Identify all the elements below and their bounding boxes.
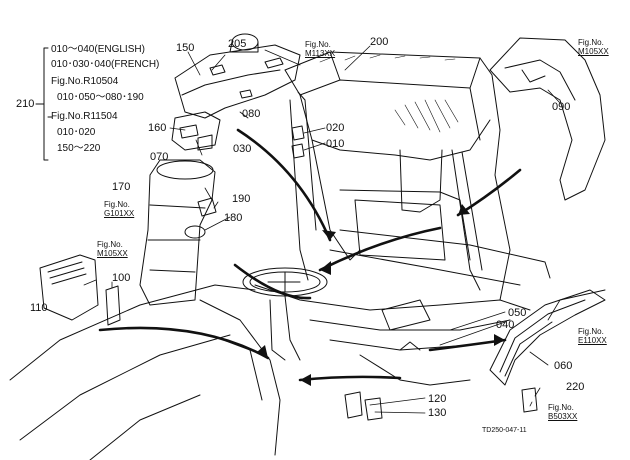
bracket-100 — [105, 285, 121, 326]
step-bracket-e110 — [559, 289, 606, 301]
callout-120: 120 — [428, 393, 447, 405]
legend-line-5: Fig.No.R11504 — [51, 111, 118, 122]
fig-ref-g101: Fig.No. G101XX — [104, 200, 134, 218]
callout-200: 200 — [370, 36, 389, 48]
part-220 — [521, 387, 538, 413]
legend-line-6: 010･020 — [57, 127, 96, 138]
drawing-code: TD250-047-11 — [482, 427, 527, 434]
callout-010: 010 — [326, 138, 345, 150]
column-cover-170 — [139, 159, 216, 306]
arrow-heads — [257, 204, 505, 386]
steering-wheel — [242, 267, 328, 361]
floor-outline — [254, 284, 531, 386]
fig-ref-code: E110XX — [578, 336, 607, 345]
callout-160: 160 — [148, 122, 167, 134]
callout-205: 205 — [228, 38, 247, 50]
fig-ref-code: B503XX — [548, 412, 578, 421]
fig-ref-prefix: Fig.No. — [97, 240, 123, 249]
callout-130: 130 — [428, 407, 447, 419]
callout-100: 100 — [112, 272, 131, 284]
callout-150: 150 — [176, 42, 195, 54]
callout-050: 050 — [508, 307, 527, 319]
fig-ref-prefix: Fig.No. — [305, 40, 331, 49]
fig-ref-prefix: Fig.No. — [578, 38, 604, 47]
callout-190: 190 — [232, 193, 251, 205]
callout-040: 040 — [496, 319, 515, 331]
roof-shading — [319, 54, 459, 133]
fig-ref-m113: Fig.No. M113XX — [305, 40, 335, 58]
callout-030: 030 — [233, 143, 252, 155]
callout-180: 180 — [224, 212, 243, 224]
callout-170: 170 — [112, 181, 131, 193]
leader-lines — [83, 45, 561, 414]
callout-070: 070 — [150, 151, 169, 163]
legend-line-3: Fig.No.R10504 — [51, 76, 119, 87]
callout-210: 210 — [16, 98, 35, 110]
callout-020: 020 — [326, 122, 345, 134]
dash-panel — [174, 33, 301, 119]
legend-line-2: 010･030･040(FRENCH) — [51, 59, 160, 70]
legend-bracket — [35, 47, 53, 161]
fig-ref-e110: Fig.No. E110XX — [578, 327, 607, 345]
part-120-130 — [344, 391, 383, 421]
fig-ref-m105-left: Fig.No. M105XX — [97, 240, 128, 258]
fender-panel-060 — [489, 289, 606, 386]
rops-frame-outline — [284, 51, 551, 301]
legend-line-4: 010･050～080･190 — [57, 92, 144, 103]
legend-line-7: 150～220 — [57, 143, 101, 154]
panel-cluster-160 — [171, 111, 221, 151]
fig-ref-prefix: Fig.No. — [578, 327, 604, 336]
part-010-020 — [291, 125, 305, 159]
callout-220: 220 — [566, 381, 585, 393]
legend-line-1: 010～040(ENGLISH) — [51, 44, 145, 55]
fig-ref-code: M105XX — [97, 249, 128, 258]
fig-ref-prefix: Fig.No. — [548, 403, 574, 412]
callout-110: 110 — [30, 302, 48, 314]
fig-ref-code: G101XX — [104, 209, 135, 218]
callout-060: 060 — [554, 360, 573, 372]
assembly-arrows — [98, 128, 522, 382]
fig-ref-prefix: Fig.No. — [104, 200, 130, 209]
callout-090: 090 — [552, 101, 571, 113]
fig-ref-code: M113XX — [305, 49, 336, 58]
fender-090 — [489, 37, 606, 201]
fig-ref-code: M105XX — [578, 47, 609, 56]
side-panel-110 — [39, 254, 99, 321]
fig-ref-m105-top: Fig.No. M105XX — [578, 38, 609, 56]
fig-ref-b503: Fig.No. B503XX — [548, 403, 577, 421]
switch-180-190 — [184, 197, 217, 239]
callout-080: 080 — [242, 108, 261, 120]
